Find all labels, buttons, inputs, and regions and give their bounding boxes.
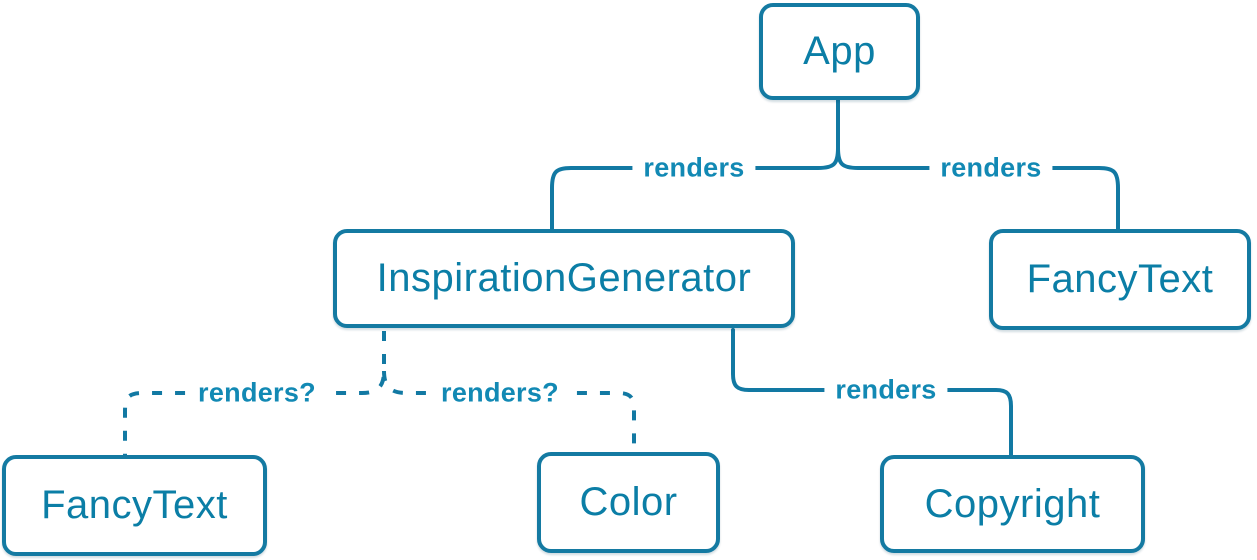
edge-label-inspirationgenerator-copyright: renders	[824, 374, 948, 406]
node-fancy-text-bottom: FancyText	[2, 455, 267, 556]
edge-label-app-inspirationgenerator: renders	[632, 152, 756, 184]
edge-label-inspirationgenerator-fancytext: renders?	[187, 377, 327, 409]
node-fancy-text-top: FancyText	[989, 229, 1251, 330]
node-copyright: Copyright	[880, 455, 1145, 553]
edge-label-inspirationgenerator-color: renders?	[430, 377, 570, 409]
edge-label-app-fancytext: renders	[929, 152, 1053, 184]
node-color: Color	[537, 452, 720, 553]
node-inspiration-generator: InspirationGenerator	[333, 229, 795, 328]
node-app: App	[759, 3, 920, 100]
